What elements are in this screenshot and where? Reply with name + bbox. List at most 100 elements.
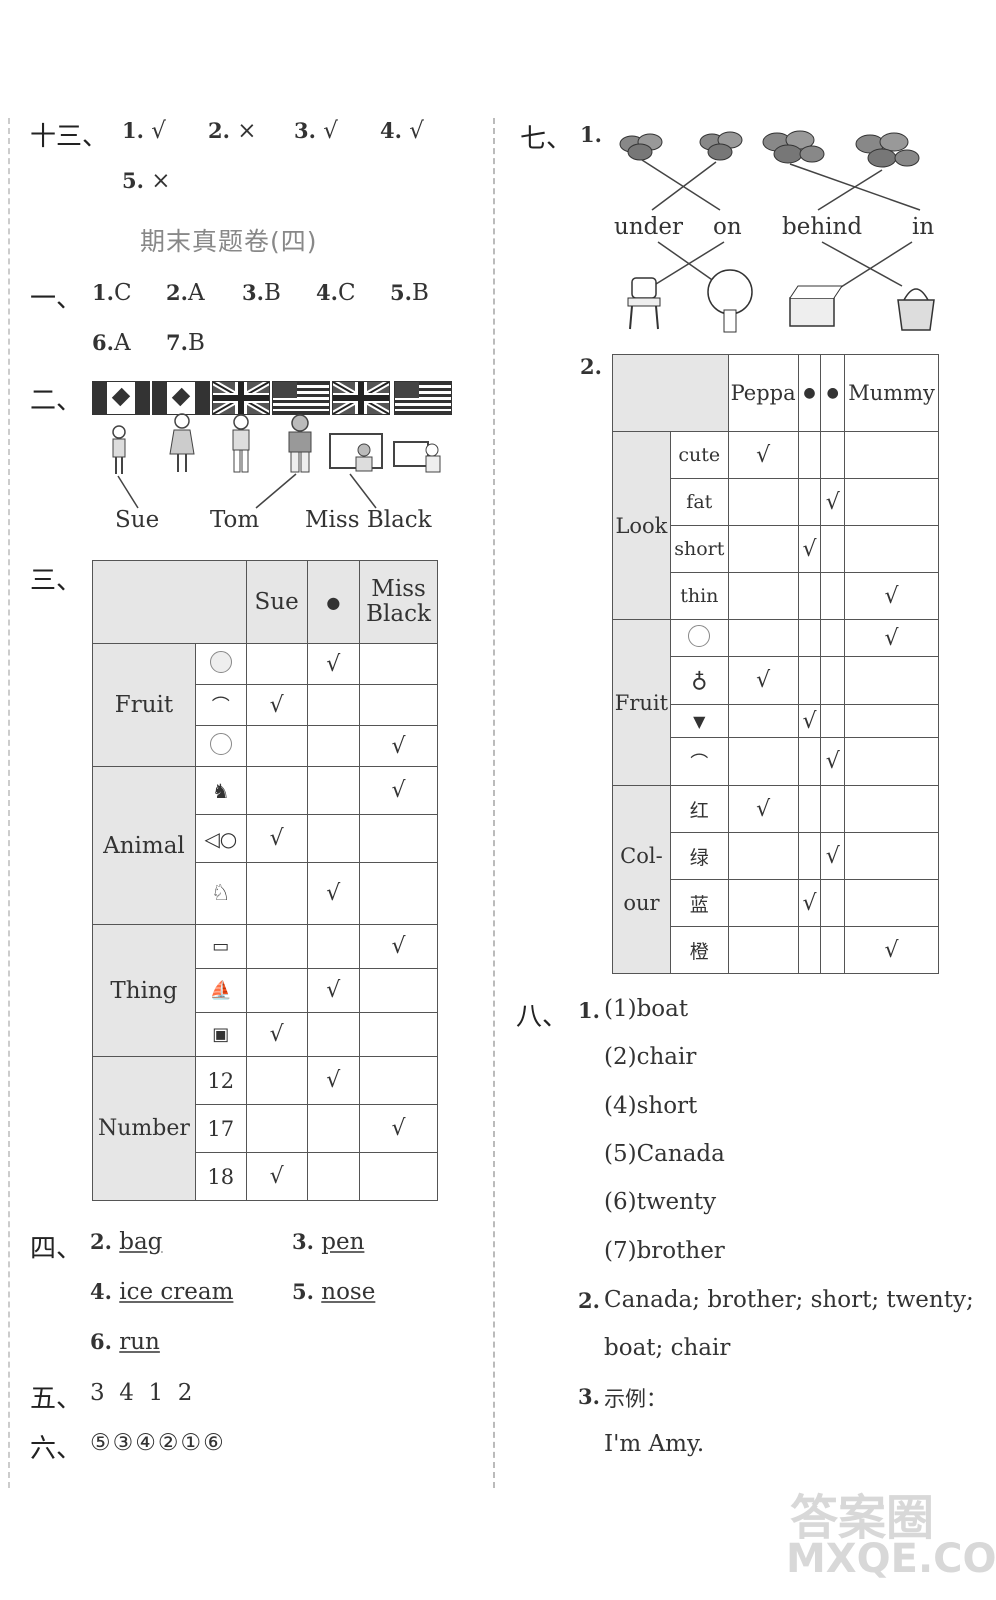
section-4-label: 四、 bbox=[30, 1234, 83, 1264]
colour-orange: 橙 bbox=[669, 926, 729, 974]
check-mark: √ bbox=[359, 924, 438, 969]
s8-q3-label: 示例： bbox=[604, 1387, 667, 1411]
s13-item-5: 5. × bbox=[122, 168, 171, 194]
s1-item-2: 2.A bbox=[166, 280, 205, 306]
word-under: under bbox=[614, 214, 683, 240]
group-fruit: Fruit bbox=[92, 643, 196, 767]
s1-item-4: 4.C bbox=[316, 280, 356, 306]
name-miss-black: Miss Black bbox=[305, 507, 432, 533]
s1-item-6: 6.A bbox=[92, 330, 131, 356]
check-mark: √ bbox=[797, 525, 822, 573]
word-in: in bbox=[912, 214, 935, 240]
check-mark: √ bbox=[306, 862, 361, 925]
header-dot: ● bbox=[820, 354, 846, 432]
fish-icon: ◁○ bbox=[194, 814, 247, 863]
section-5-label: 五、 bbox=[30, 1384, 83, 1414]
check-mark: √ bbox=[727, 656, 799, 705]
number-17: 17 bbox=[194, 1104, 247, 1153]
matching-lines bbox=[117, 473, 377, 509]
answer-table-7: Peppa ● ● Mummy Look cute √ fat √ short … bbox=[612, 354, 939, 974]
s8-list-item: (1)boat bbox=[604, 996, 689, 1022]
section-13-label: 十三、 bbox=[30, 122, 109, 152]
s1-item-3: 3.B bbox=[242, 280, 281, 306]
check-mark: √ bbox=[245, 814, 308, 863]
watermark-logo: 答案圈 bbox=[790, 1490, 935, 1546]
look-short: short bbox=[669, 525, 729, 573]
s8-list-item: (7)brother bbox=[604, 1238, 725, 1264]
s1-item-5: 5.B bbox=[390, 280, 429, 306]
section-6-label: 六、 bbox=[30, 1434, 83, 1464]
orange-icon bbox=[194, 725, 247, 767]
name-tom: Tom bbox=[210, 507, 260, 533]
check-mark: √ bbox=[844, 926, 939, 974]
s4-item-4: 4. ice cream bbox=[90, 1279, 234, 1305]
teacher-at-board-icon bbox=[393, 441, 441, 473]
left-margin-line bbox=[8, 118, 10, 1488]
section-2-label: 二、 bbox=[30, 386, 83, 416]
header-mummy: Mummy bbox=[844, 354, 939, 432]
section-3-label: 三、 bbox=[30, 566, 83, 596]
check-mark: √ bbox=[820, 478, 846, 526]
check-mark: √ bbox=[844, 619, 939, 657]
s8-list-item: (5)Canada bbox=[604, 1141, 725, 1167]
s8-q2-number: 2. bbox=[578, 1288, 600, 1313]
s5-answer: 3 4 1 2 bbox=[90, 1380, 193, 1406]
strawberry-icon: ▼ bbox=[669, 704, 729, 738]
teacher-at-board-icon bbox=[329, 433, 383, 472]
apple-icon bbox=[194, 643, 247, 685]
section-1-label: 一、 bbox=[30, 284, 83, 314]
s13-item-2: 2. × bbox=[208, 118, 257, 144]
check-mark: √ bbox=[820, 737, 846, 786]
check-mark: √ bbox=[245, 1152, 308, 1201]
word-on: on bbox=[713, 214, 742, 240]
group-look: Look bbox=[612, 431, 671, 620]
girl-figure-icon bbox=[169, 413, 195, 472]
check-mark: √ bbox=[727, 431, 799, 479]
check-mark: √ bbox=[727, 785, 799, 833]
group-colour: Col-our bbox=[612, 785, 671, 974]
name-sue: Sue bbox=[115, 507, 160, 533]
check-mark: √ bbox=[820, 832, 846, 880]
check-mark: √ bbox=[306, 1056, 361, 1105]
uk-flag-icon bbox=[212, 381, 270, 415]
look-cute: cute bbox=[669, 431, 729, 479]
usa-flag-icon bbox=[394, 381, 452, 415]
s8-q3-answer: I'm Amy. bbox=[604, 1431, 705, 1457]
giraffe-icon: ♘ bbox=[194, 862, 247, 925]
s6-answer: ⑤③④②①⑥ bbox=[90, 1430, 226, 1456]
basket-icon bbox=[897, 288, 935, 331]
banana-icon: ⌒ bbox=[194, 684, 247, 726]
check-mark: √ bbox=[245, 1012, 308, 1057]
s4-item-6: 6. run bbox=[90, 1329, 160, 1355]
section-8-label: 八、 bbox=[516, 1002, 569, 1032]
look-thin: thin bbox=[669, 572, 729, 620]
pear-icon: ♁ bbox=[669, 656, 729, 705]
s4-item-2: 2. bag bbox=[90, 1229, 163, 1255]
group-animal: Animal bbox=[92, 766, 196, 925]
canada-flag-icon bbox=[152, 381, 210, 415]
watermark-url: MXQE.COM bbox=[786, 1536, 996, 1582]
chair-icon: ▣ bbox=[194, 1012, 247, 1057]
s8-list-item: (6)twenty bbox=[604, 1189, 717, 1215]
uk-flag-icon bbox=[332, 381, 390, 415]
look-fat: fat bbox=[669, 478, 729, 526]
s1-item-1: 1.C bbox=[92, 280, 132, 306]
s8-list-item: (2)chair bbox=[604, 1044, 697, 1070]
colour-green: 绿 bbox=[669, 832, 729, 880]
s4-item-5: 5. nose bbox=[292, 1279, 376, 1305]
s7-q1-number: 1. bbox=[580, 122, 602, 147]
word-behind: behind bbox=[782, 214, 863, 240]
chair-icon bbox=[627, 277, 661, 330]
s8-q2-line1: Canada; brother; short; twenty; bbox=[604, 1287, 974, 1313]
s13-item-3: 3. √ bbox=[294, 118, 338, 144]
table-corner bbox=[92, 560, 247, 644]
s13-item-1: 1. √ bbox=[122, 118, 166, 144]
colour-blue: 蓝 bbox=[669, 879, 729, 927]
usa-flag-icon bbox=[272, 381, 330, 415]
s8-list-item: (4)short bbox=[604, 1093, 698, 1119]
check-mark: √ bbox=[797, 879, 822, 927]
zebra-icon: ♞ bbox=[194, 766, 247, 815]
check-mark: √ bbox=[306, 643, 361, 685]
s13-item-4: 4. √ bbox=[380, 118, 424, 144]
header-dot: ● bbox=[797, 354, 822, 432]
